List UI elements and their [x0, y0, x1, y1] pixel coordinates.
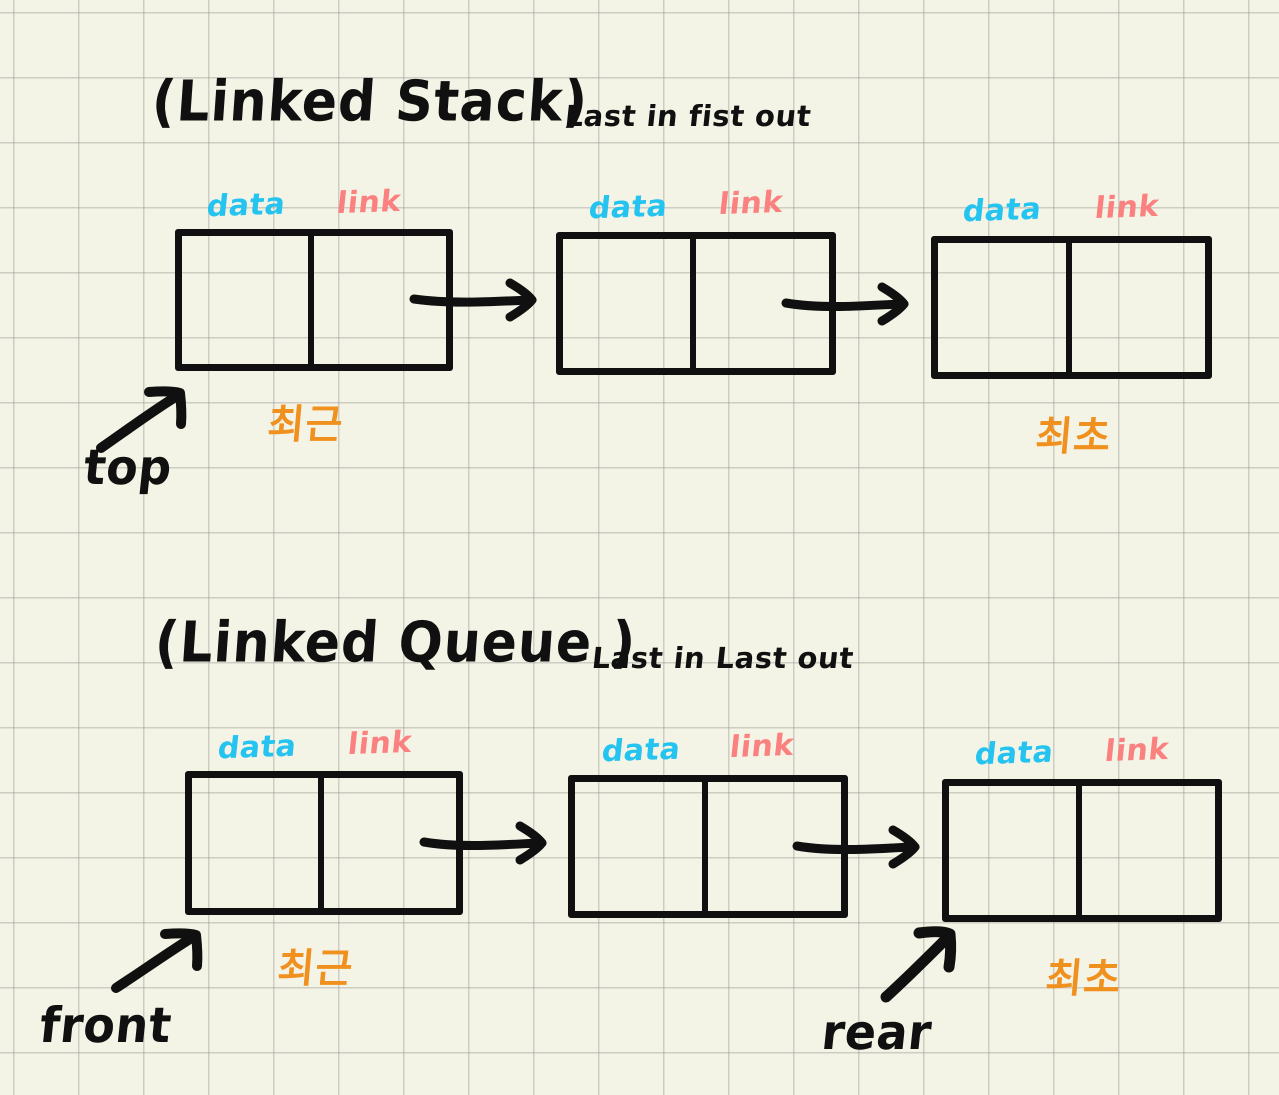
stack-node-0-note: 최근 — [265, 402, 346, 448]
stack-link-arrow-0 — [409, 278, 537, 322]
queue-node-0-data-cell — [192, 778, 324, 908]
queue-node-2-link-label: link — [1103, 731, 1171, 770]
stack-node-2-note: 최초 — [1033, 414, 1114, 460]
stack-node-2-data-cell — [938, 243, 1072, 372]
queue-node-1-data-cell — [575, 782, 708, 911]
front-pointer-arrow — [111, 928, 203, 993]
stack-node-2-data-label: data — [960, 191, 1044, 230]
queue-node-2-note: 최초 — [1043, 956, 1124, 1002]
front-pointer-label: front — [36, 996, 175, 1054]
rear-pointer-arrow — [880, 926, 957, 1003]
stack-link-arrow-1 — [781, 282, 909, 326]
stack-subtitle: Last in fist out — [563, 99, 813, 133]
stack-node-1-data-label: data — [586, 188, 670, 227]
queue-node-0-note: 최근 — [275, 946, 356, 992]
queue-node-1-data-label: data — [599, 731, 683, 770]
queue-node-2-link-cell — [1082, 786, 1215, 915]
stack-node-2-link-label: link — [1093, 188, 1161, 227]
queue-node-2-data-label: data — [972, 734, 1056, 773]
queue-node-2 — [942, 779, 1222, 922]
queue-title: (Linked Queue ) — [152, 610, 639, 676]
stack-title: (Linked Stack) — [149, 69, 591, 135]
rear-pointer-label: rear — [818, 1003, 935, 1061]
stack-node-1-link-label: link — [717, 184, 785, 223]
stack-node-0-link-label: link — [335, 183, 403, 222]
queue-node-0-data-label: data — [215, 728, 299, 767]
stack-node-1-data-cell — [563, 239, 696, 368]
queue-link-arrow-1 — [792, 825, 920, 869]
stack-node-2 — [931, 236, 1212, 379]
stack-node-0-data-cell — [182, 236, 314, 364]
top-pointer-label: top — [80, 438, 176, 496]
top-pointer-arrow — [96, 386, 187, 453]
stack-node-2-link-cell — [1072, 243, 1206, 372]
queue-node-0-link-label: link — [346, 724, 414, 763]
queue-node-1-link-label: link — [728, 727, 796, 766]
stack-node-0-data-label: data — [204, 186, 288, 225]
queue-node-2-data-cell — [949, 786, 1082, 915]
queue-subtitle: Last in Last out — [590, 641, 856, 675]
queue-link-arrow-0 — [419, 821, 547, 865]
